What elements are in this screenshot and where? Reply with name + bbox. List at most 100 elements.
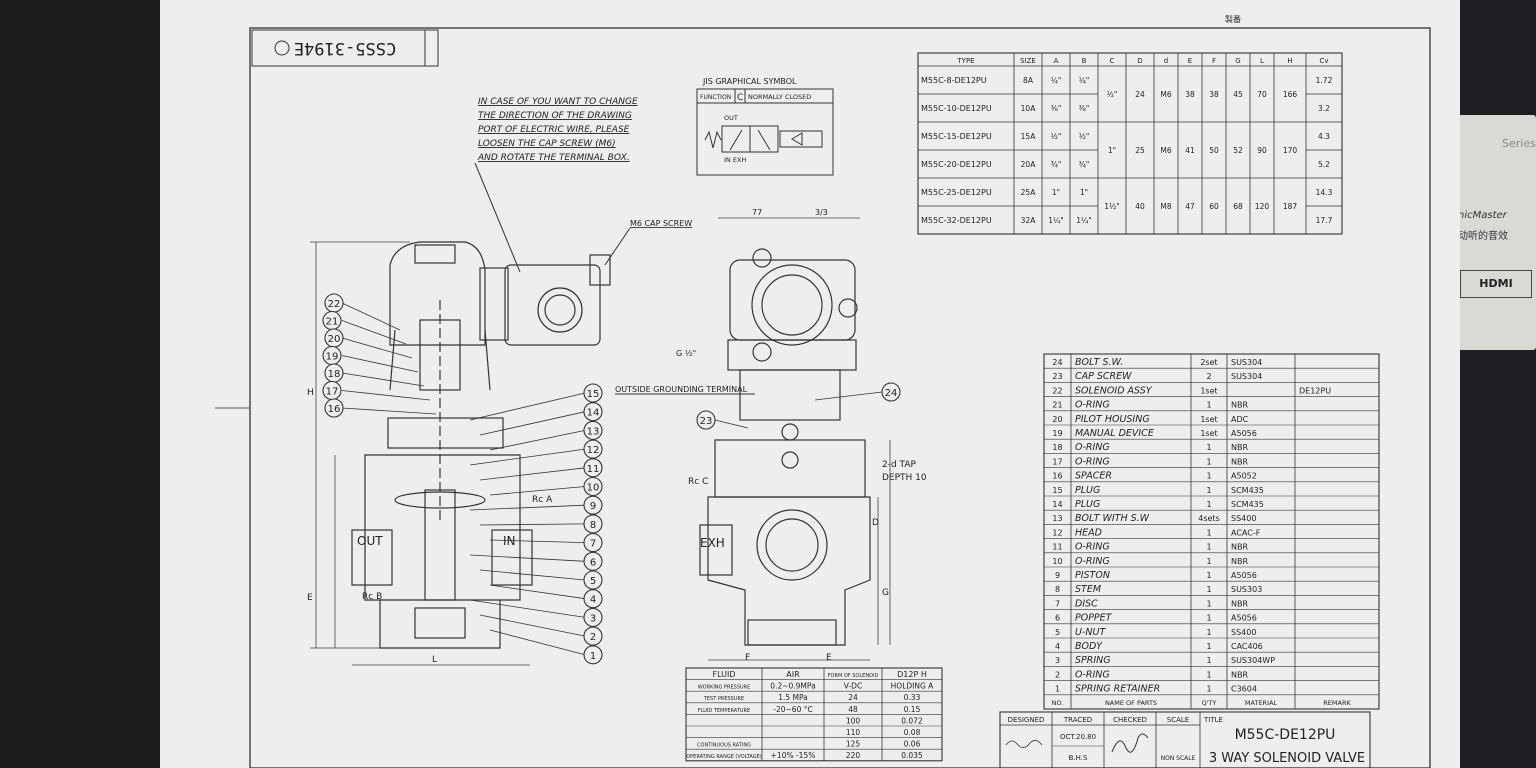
balloon-number: 14 [587, 408, 600, 419]
fluid-cell: FLUID TEMPERATURE [698, 708, 750, 714]
type-table-cell: 50 [1209, 146, 1219, 155]
tb-traced-by: B.H.S [1069, 754, 1088, 762]
fluid-cell: 1.5 MPa [778, 693, 808, 702]
tb-signature [1111, 733, 1149, 753]
parts-cell: SS400 [1231, 628, 1256, 637]
type-table-header: H [1287, 57, 1292, 65]
balloon-number: 19 [326, 352, 339, 363]
tb-model: M55C-DE12PU [1235, 727, 1336, 743]
parts-cell: O-RING [1075, 442, 1110, 453]
jis-function-label: FUNCTION [700, 94, 731, 101]
type-table-cell: M6 [1160, 90, 1171, 99]
parts-cell: CAP SCREW [1075, 371, 1132, 382]
type-table-header: d [1164, 57, 1168, 65]
parts-cell: SUS304 [1231, 372, 1262, 381]
parts-cell: NBR [1231, 543, 1248, 552]
tb-traced: TRACED [1063, 716, 1092, 724]
parts-cell: PILOT HOUSING [1075, 414, 1150, 425]
type-table-cell: 32A [1021, 216, 1037, 225]
balloon-number: 20 [328, 334, 341, 345]
tb-title-label: TITLE [1203, 716, 1223, 724]
type-table-header: A [1054, 57, 1059, 65]
balloon-number: 17 [326, 387, 339, 398]
type-table-cell: 25 [1135, 146, 1145, 155]
fluid-cell: -20~60 °C [773, 705, 812, 714]
parts-cell: 13 [1052, 514, 1062, 523]
parts-cell: NBR [1231, 670, 1248, 679]
balloon-number: 10 [587, 483, 600, 494]
parts-cell: MANUAL DEVICE [1075, 428, 1154, 439]
fluid-cell: WORKING PRESSURE [698, 685, 751, 691]
balloon [583, 570, 603, 590]
dim-g: G [882, 588, 889, 598]
note-leader [474, 162, 521, 273]
balloon [583, 645, 603, 665]
parts-cell: PLUG [1075, 499, 1100, 510]
parts-cell: 2set [1200, 358, 1217, 367]
parts-cell: 1 [1206, 472, 1211, 481]
exh-port-label: EXH [700, 536, 725, 550]
type-table-cell: M55C-25-DE12PU [921, 188, 992, 197]
parts-cell: NBR [1231, 599, 1248, 608]
side-view [699, 248, 871, 646]
parts-cell: 1 [1206, 500, 1211, 509]
type-table-header: E [1188, 57, 1192, 65]
tb-description: 3 WAY SOLENOID VALVE [1209, 751, 1365, 766]
depth-label: DEPTH 10 [882, 473, 927, 483]
out-port-label: OUT [357, 534, 383, 548]
type-table-cell: M55C-8-DE12PU [921, 76, 987, 85]
type-table-cell: 166 [1283, 90, 1298, 99]
fluid-cell: TEST PRESSURE [703, 696, 744, 702]
tb-scale-value: NON SCALE [1161, 755, 1196, 762]
parts-cell: 1 [1206, 614, 1211, 623]
header-mark: 製番 [1225, 14, 1241, 24]
balloon [583, 458, 603, 478]
parts-cell: ADC [1231, 415, 1249, 424]
jis-symbol-block: JIS GRAPHICAL SYMBOL FUNCTION C NORMALLY… [696, 77, 834, 176]
type-table-header: TYPE [956, 57, 974, 65]
parts-cell: 1 [1206, 685, 1211, 694]
parts-cell: 18 [1052, 443, 1062, 452]
type-table-cell: M6 [1160, 146, 1171, 155]
balloon-number: 16 [328, 404, 341, 415]
parts-cell: 10 [1052, 557, 1062, 566]
type-table-header: B [1082, 57, 1087, 65]
dim-h: H [307, 388, 314, 398]
type-table-cell: 47 [1185, 202, 1195, 211]
type-table-cell: 38 [1209, 90, 1219, 99]
dim-e-left: E [307, 593, 313, 603]
parts-cell: 1 [1206, 585, 1211, 594]
jis-function-value: C [737, 93, 743, 103]
cap-screw-leader [604, 227, 631, 266]
drawing-frame [249, 27, 1431, 768]
balloon-number: 12 [587, 445, 600, 456]
balloon-number: 21 [326, 317, 339, 328]
type-table-cell: 68 [1233, 202, 1243, 211]
type-table-cell: ½" [1107, 90, 1118, 99]
cap-screw-label: M6 CAP SCREW [630, 219, 692, 228]
jis-in-exh: IN EXH [724, 156, 746, 164]
balloon [583, 439, 603, 459]
tb-designer-signature [1005, 740, 1043, 748]
parts-cell: 4sets [1198, 514, 1219, 523]
fluid-cell: 0.035 [901, 751, 923, 760]
parts-cell: SPRING RETAINER [1075, 684, 1160, 695]
type-table-cell: 25A [1021, 188, 1037, 197]
parts-cell: O-RING [1075, 669, 1110, 680]
balloon [583, 514, 603, 534]
parts-header: NO. [1052, 699, 1064, 707]
type-table-cell: 1" [1052, 188, 1060, 197]
balloon [583, 589, 603, 609]
parts-cell: NBR [1231, 557, 1248, 566]
parts-cell: 19 [1052, 429, 1062, 438]
parts-cell: 1 [1206, 528, 1211, 537]
fluid-cell: 0.15 [904, 705, 921, 714]
parts-cell: 15 [1052, 486, 1062, 495]
parts-cell: 17 [1052, 457, 1062, 466]
parts-cell: 11 [1052, 543, 1062, 552]
parts-cell: A5056 [1231, 429, 1257, 438]
drawing-number: CSS5-3194E [294, 38, 396, 58]
parts-header: REMARK [1323, 699, 1351, 707]
